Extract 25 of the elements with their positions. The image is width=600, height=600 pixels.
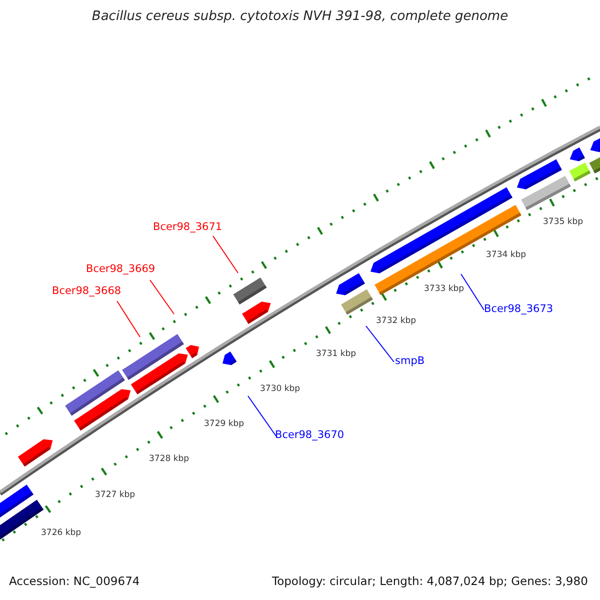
footer-text: Topology: circular; Length: 4,087,024 bp; Genes: 3,980	[272, 574, 588, 588]
diagram-title: Bacillus cereus subsp. cytotoxis NVH 391-98, complete genome	[90, 9, 510, 24]
scale-label: 3731 kbp	[316, 349, 356, 359]
scale-label: 3732 kbp	[376, 316, 416, 326]
leader-line	[460, 274, 484, 310]
gene-label: Bcer98_3669	[86, 263, 156, 276]
scale-label: 3729 kbp	[204, 419, 244, 429]
scale-label: 3728 kbp	[149, 454, 190, 464]
leader-line	[150, 280, 174, 314]
gene-label: smpB	[395, 355, 425, 368]
leader-line	[248, 396, 276, 436]
scale-label: 3730 kbp	[260, 384, 300, 394]
gene-label: Bcer98_3668	[52, 285, 122, 298]
leader-line	[366, 326, 394, 362]
scale-label: 3733 kbp	[424, 284, 464, 294]
scale-label: 3735 kbp	[543, 217, 584, 227]
gene-label: Bcer98_3671	[153, 221, 222, 234]
gene-label: Bcer98_3670	[275, 429, 344, 442]
scale-label: 3726 kbp	[41, 528, 82, 538]
scale-label: 3727 kbp	[95, 490, 136, 500]
gene-label: Bcer98_3673	[484, 303, 554, 316]
scale-label: 3734 kbp	[486, 250, 526, 260]
leader-line	[116, 300, 140, 338]
leader-line	[212, 236, 238, 274]
footer-text: Accession: NC_009674	[9, 574, 140, 588]
